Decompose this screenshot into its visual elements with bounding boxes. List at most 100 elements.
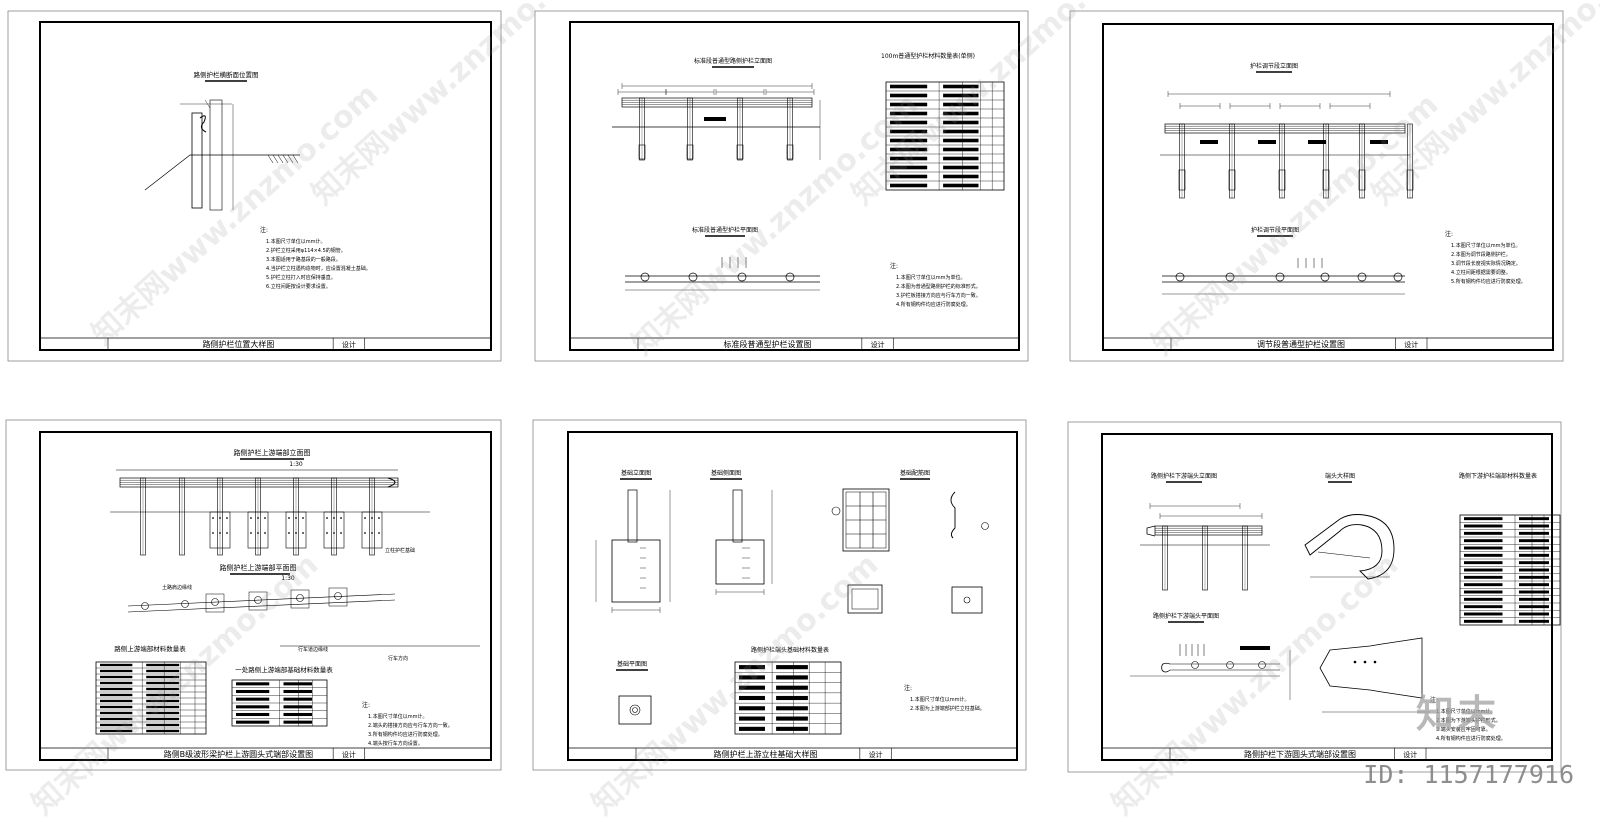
sheet-title: 路侧护栏上游立柱基础大样图 xyxy=(714,749,818,759)
plan-post xyxy=(181,600,189,608)
table-cell-text xyxy=(890,138,928,143)
plan-post xyxy=(1357,272,1367,282)
table-cell-text xyxy=(890,156,928,161)
view-title: 基础侧面图 xyxy=(711,469,741,477)
table-cell-text xyxy=(146,699,180,703)
concrete-foundation xyxy=(323,511,345,549)
table-cell-text xyxy=(100,723,133,727)
table-cell-text xyxy=(1464,517,1503,521)
table-cell-text xyxy=(1519,539,1549,543)
sheet-outer-border xyxy=(7,10,502,362)
post-elevation xyxy=(732,489,743,543)
table-cell-text xyxy=(890,120,928,125)
callout-text: 行车方向 xyxy=(388,655,408,662)
table-cell-text xyxy=(776,675,808,680)
aggregate-dot xyxy=(250,517,252,519)
sheet-title: 标准段普通型护栏设置图 xyxy=(724,339,812,349)
concrete-foundation xyxy=(209,511,231,549)
table-cell-text xyxy=(776,685,808,690)
table-cell-text xyxy=(1464,531,1503,535)
table-cell-text xyxy=(943,138,979,143)
sheet-outer-border xyxy=(532,419,1027,771)
table-cell-text xyxy=(100,717,133,721)
concrete-foundation xyxy=(361,511,383,549)
table-cell-text xyxy=(283,720,312,724)
table-cell-text xyxy=(283,689,312,694)
aggregate-dot xyxy=(264,532,266,534)
table-cell-text xyxy=(776,665,808,670)
note-line: 3.调节段长度视实际情况确定。 xyxy=(1451,260,1521,267)
note-line: 2.本图为上游端部护栏立柱基础。 xyxy=(910,705,985,712)
note-line: 1.本图尺寸单位以mm计。 xyxy=(266,238,326,245)
table-cell-text xyxy=(100,699,133,703)
notes-heading: 注: xyxy=(890,262,898,270)
view-title: 护栏调节段立面图 xyxy=(1250,62,1298,70)
table-cell-text xyxy=(943,147,979,152)
post-base xyxy=(1228,169,1236,191)
plan-post xyxy=(688,272,698,282)
post-in-plan-inner xyxy=(632,707,638,713)
design-label: 设计 xyxy=(342,750,356,759)
callout-label xyxy=(1200,140,1218,144)
post-base xyxy=(686,144,694,160)
aggregate-dot xyxy=(257,532,259,534)
view-title: 基础配筋图 xyxy=(900,469,930,477)
aggregate-dot xyxy=(257,517,259,519)
plan-foundation xyxy=(205,593,225,613)
table-cell-text xyxy=(890,102,928,107)
table-cell-text xyxy=(236,689,270,694)
plan-post xyxy=(1320,272,1330,282)
drawing-sheet-3: 调节段普通型护栏设置图设计护栏调节段立面图护栏调节段平面图注:1.本图尺寸单位以… xyxy=(1069,10,1564,362)
table-cell-text xyxy=(943,174,979,179)
table-cell-text xyxy=(943,183,979,188)
note-line: 2.本图为调节段路侧护栏。 xyxy=(1451,251,1511,258)
table-cell-text xyxy=(100,681,133,685)
table-cell-text xyxy=(100,687,133,691)
callout-label xyxy=(1308,140,1326,144)
note-line: 2.本图为下游端头护栏形式。 xyxy=(1436,717,1501,724)
design-label: 设计 xyxy=(871,340,885,349)
rail-terminal xyxy=(1146,525,1156,537)
table-cell-text xyxy=(236,682,270,686)
callout-label xyxy=(1258,140,1276,144)
note-line: 1.本图尺寸单位以mm计。 xyxy=(1436,708,1496,715)
table-cell-text xyxy=(776,716,808,721)
post-base xyxy=(1406,169,1414,191)
view-title: 基础立面图 xyxy=(621,469,651,477)
design-label: 设计 xyxy=(1403,750,1417,759)
table-cell-text xyxy=(739,665,765,670)
aggregate-dot xyxy=(212,517,214,519)
table-cell-text xyxy=(890,174,928,179)
table-cell-text xyxy=(100,729,133,733)
table-cell-text xyxy=(776,726,808,731)
table-cell-text xyxy=(776,695,808,701)
note-line: 3.所有钢构件均应进行防腐处理。 xyxy=(368,731,443,738)
table-cell-text xyxy=(1464,597,1503,601)
table-title: 100m普通型护栏材料数量表(单侧) xyxy=(881,52,975,60)
sheet-inner-frame xyxy=(39,431,492,761)
aggregate-dot xyxy=(302,532,304,534)
plan-post xyxy=(254,596,262,604)
notes-heading: 注: xyxy=(362,701,370,709)
aggregate-dot xyxy=(295,532,297,534)
plan-post xyxy=(785,272,795,282)
drawing-sheet-6: 路侧护栏下游圆头式端部设置图设计路侧护栏下游端头立面图端头大样图路侧下游护栏端部… xyxy=(1067,421,1562,773)
plan-post xyxy=(1275,272,1285,282)
aggregate-dot xyxy=(326,517,328,519)
table-cell-text xyxy=(1464,524,1503,528)
drawing-sheet-1: 路侧护栏位置大样图设计路侧护栏横断面位置图注:1.本图尺寸单位以mm计。2.护栏… xyxy=(7,10,502,362)
note-line: 4.当护栏立柱遇构造物时，应设置混凝土基础。 xyxy=(266,265,371,272)
earth-hatch xyxy=(282,154,289,164)
table-title: 路侧上游端部材料数量表 xyxy=(114,644,186,653)
aggregate-dot xyxy=(288,532,290,534)
table-cell-text xyxy=(943,120,979,125)
aggregate-dot xyxy=(250,532,252,534)
plan-foundation xyxy=(248,591,268,611)
table-cell-text xyxy=(1464,539,1503,543)
table-cell-text xyxy=(1464,590,1503,594)
note-line: 3.护栏板搭接方向应与行车方向一致。 xyxy=(896,292,981,299)
aggregate-dot xyxy=(302,517,304,519)
sheet-outer-border xyxy=(1069,10,1564,362)
table-cell-text xyxy=(1519,561,1549,565)
